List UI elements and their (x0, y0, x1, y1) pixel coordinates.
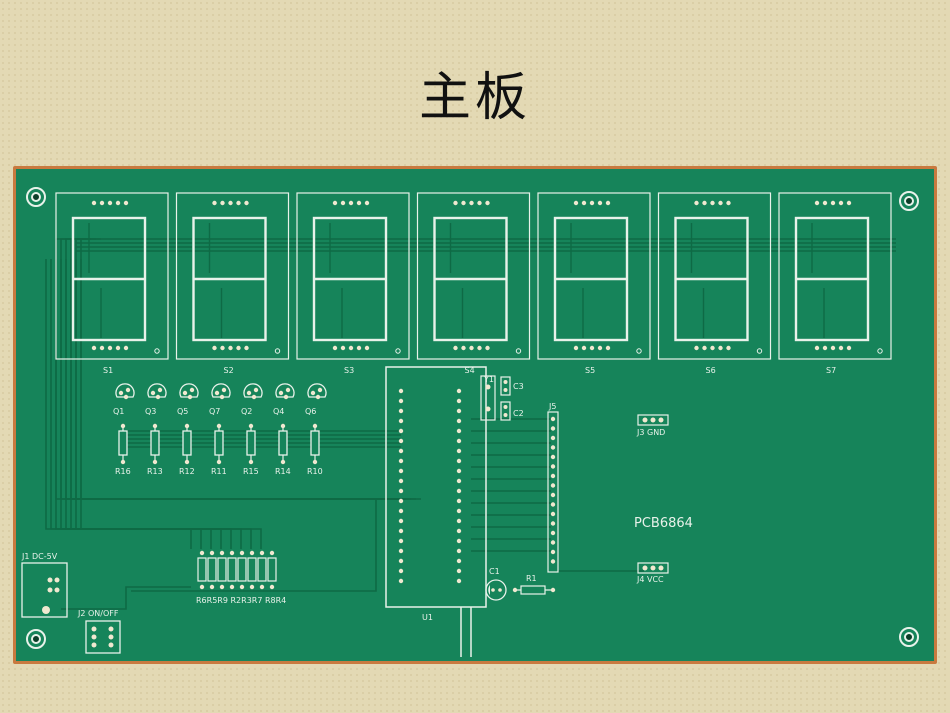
cap-c1-label: C1 (489, 567, 500, 576)
transistor-q5: Q5 (177, 383, 199, 416)
header-j5: J5 (547, 402, 559, 573)
transistor-label: Q2 (241, 407, 252, 416)
resistor-label: R14 (275, 467, 291, 476)
display-s1: S1 (55, 192, 169, 375)
header-j2: J2 ON/OFF (77, 609, 121, 654)
pcb-traces (45, 238, 896, 610)
display-label: S1 (103, 366, 113, 375)
resistor-bank (197, 550, 277, 590)
resistor-label: R11 (211, 467, 227, 476)
header-j1-label: J1 DC-5V (21, 552, 58, 561)
transistor-q4: Q4 (273, 383, 295, 416)
resistor-label: R12 (179, 467, 195, 476)
display-s5: S5 (537, 192, 651, 375)
display-s2: S2 (175, 192, 290, 375)
header-j4: J4 VCC (636, 562, 669, 584)
display-label: S6 (706, 366, 716, 375)
transistor-label: Q7 (209, 407, 220, 416)
header-j5-label: J5 (548, 402, 556, 411)
display-s4: S4 (416, 192, 531, 375)
resistor-r11: R11 (211, 423, 227, 476)
pcb-label: PCB6864 (634, 516, 693, 531)
transistor-row: Q1 Q3 Q5 Q7 Q2 Q4 Q6 (113, 383, 327, 416)
header-j1: J1 DC-5V (21, 552, 68, 618)
transistor-label: Q3 (145, 407, 156, 416)
display-s6: S6 (657, 192, 772, 375)
resistor-label: R16 (115, 467, 131, 476)
mounting-holes (26, 187, 919, 649)
resistor-row: R16 R13 R12 R11 R15 R14 R10 (115, 423, 323, 476)
display-label: S3 (344, 366, 354, 375)
crystal-label: Y1 (483, 375, 494, 384)
resistor-r12: R12 (179, 423, 195, 476)
transistor-label: Q6 (305, 407, 316, 416)
transistor-q2: Q2 (241, 383, 263, 416)
slide-title: 主板 (418, 68, 531, 128)
resistor-label: R15 (243, 467, 259, 476)
resistor-r1-label: R1 (526, 574, 537, 583)
seven-segment-displays: S1 S2 S3 S4 S5 S6 S7 (55, 192, 892, 375)
capacitor-c3: C3 (500, 376, 524, 396)
display-s7: S7 (778, 192, 892, 375)
header-j3: J3 GND (636, 414, 669, 437)
ic-u1: U1 (385, 366, 487, 657)
resistor-r16: R16 (115, 423, 131, 476)
display-s3: S3 (296, 192, 410, 375)
resistor-label: R13 (147, 467, 163, 476)
transistor-label: Q1 (113, 407, 124, 416)
header-j2-label: J2 ON/OFF (77, 609, 119, 618)
transistor-label: Q5 (177, 407, 188, 416)
resistor-label: R10 (307, 467, 323, 476)
cap-c3-label: C3 (513, 382, 524, 391)
transistor-q6: Q6 (305, 383, 327, 416)
transistor-q1: Q1 (113, 383, 135, 416)
transistor-q3: Q3 (145, 383, 167, 416)
display-label: S4 (465, 366, 475, 375)
resistor-r1: R1 (512, 574, 556, 595)
cap-c2-label: C2 (513, 409, 524, 418)
header-j3-label: J3 GND (636, 428, 665, 437)
resistor-r14: R14 (275, 423, 291, 476)
capacitor-c2: C2 (500, 401, 524, 421)
resistor-r13: R13 (147, 423, 163, 476)
resistor-r10: R10 (307, 423, 323, 476)
crystal-y1: Y1 (480, 375, 496, 421)
transistor-q7: Q7 (209, 383, 231, 416)
ic-label: U1 (422, 613, 433, 622)
transistor-label: Q4 (273, 407, 284, 416)
header-j4-label: J4 VCC (636, 575, 664, 584)
display-label: S2 (224, 366, 234, 375)
resistor-bank-label: R6R5R9 R2R3R7 R8R4 (196, 596, 286, 605)
display-label: S7 (826, 366, 836, 375)
display-label: S5 (585, 366, 595, 375)
capacitor-c1: C1 (485, 567, 507, 601)
resistor-r15: R15 (243, 423, 259, 476)
